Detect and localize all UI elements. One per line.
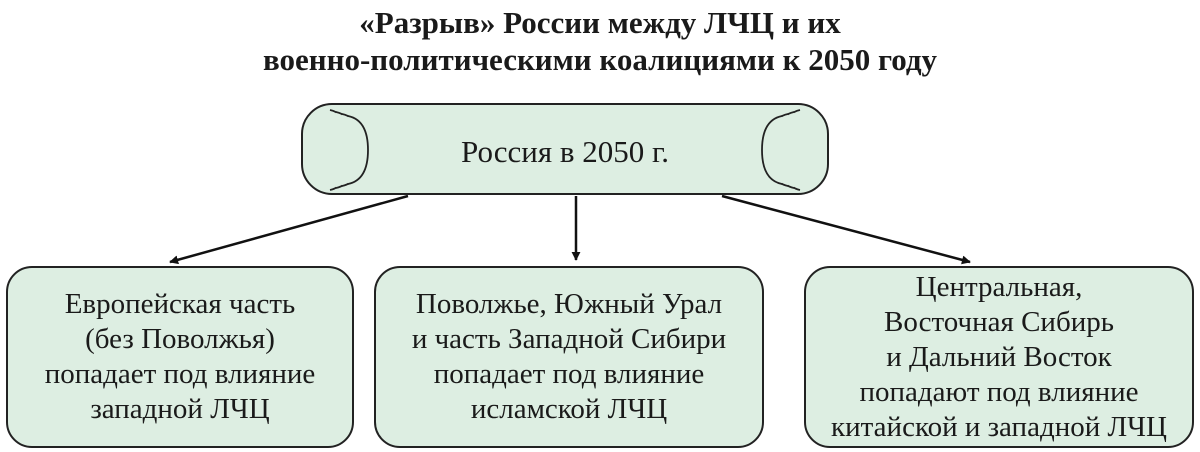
arrow-to-left [169, 194, 409, 265]
region-line: западной ЛЧЦ [90, 393, 270, 425]
title-line-2: военно-политическими коалициями к 2050 г… [262, 42, 938, 77]
region-box-european: Европейская часть (без Поволжья) попадае… [6, 266, 354, 448]
region-box-siberia-far-east: Центральная, Восточная Сибирь и Дальний … [804, 266, 1194, 448]
center-node-label: Россия в 2050 г. [461, 134, 669, 169]
region-line: Европейская часть [64, 288, 296, 320]
region-line: Центральная, [915, 270, 1083, 303]
title-line-1: «Разрыв» России между ЛЧЦ и их [359, 5, 841, 40]
region-line: попадают под влияние [859, 375, 1139, 408]
region-line: попадает под влияние [433, 358, 705, 390]
center-scroll-shape [301, 103, 829, 195]
region-line: исламской ЛЧЦ [470, 393, 668, 425]
diagram-title: «Разрыв» России между ЛЧЦ и их военно-по… [0, 4, 1200, 78]
region-line: попадает под влияние [44, 358, 316, 390]
region-line: и Дальний Восток [886, 340, 1112, 373]
arrow-to-right [721, 194, 971, 265]
region-box-volga-ural: Поволжье, Южный Урал и часть Западной Си… [374, 266, 764, 448]
region-line: (без Поволжья) [85, 323, 275, 355]
region-line: Восточная Сибирь [884, 305, 1114, 338]
region-line: и часть Западной Сибири [411, 323, 727, 355]
region-line: китайской и западной ЛЧЦ [831, 410, 1167, 443]
region-line: Поволжье, Южный Урал [415, 288, 723, 320]
